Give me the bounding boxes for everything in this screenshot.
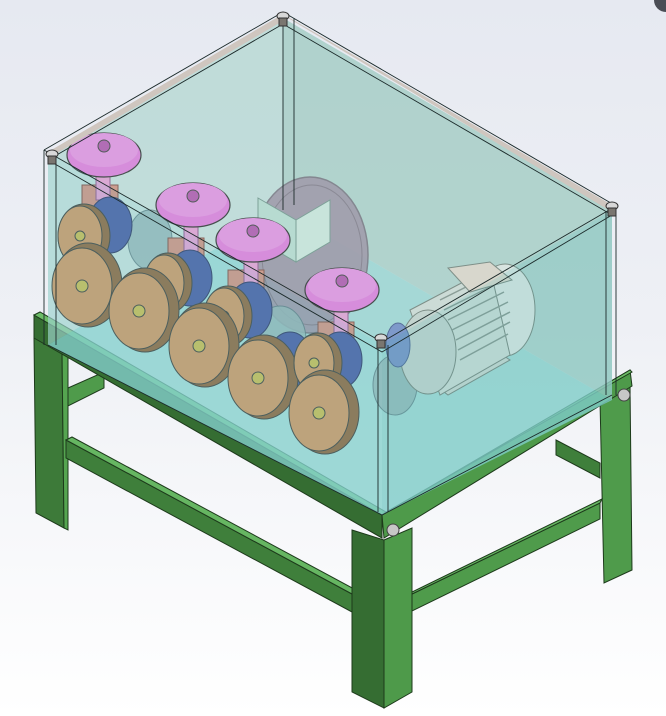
cover-bolts (45, 11, 619, 349)
bolt-icon (617, 388, 631, 402)
station-1 (51, 132, 142, 328)
bolt-icon (386, 523, 400, 537)
guard-enclosure-front (43, 11, 617, 516)
roller-stations (51, 132, 380, 455)
station-2 (108, 182, 231, 353)
electric-motor (385, 261, 536, 396)
station-3 (168, 217, 291, 388)
station-4 (288, 267, 380, 455)
